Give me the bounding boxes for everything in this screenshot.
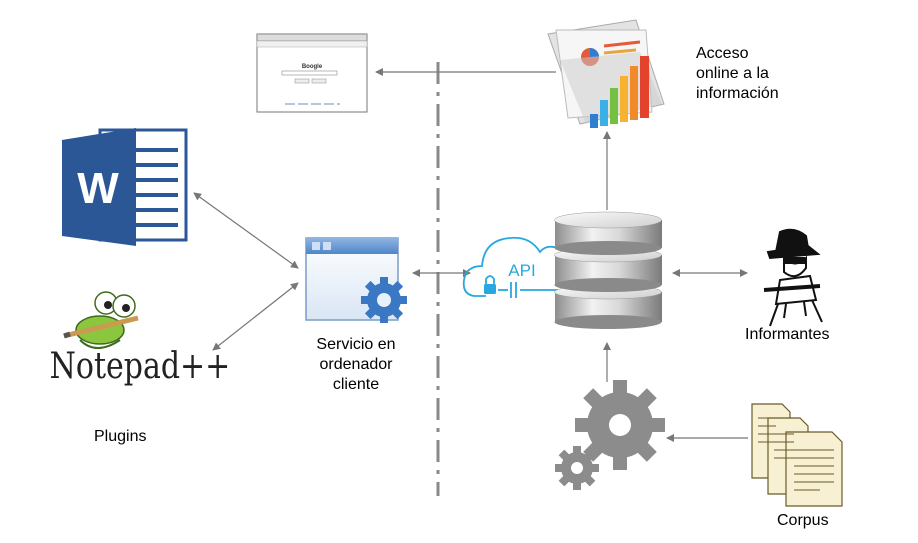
browser-window-icon: Boogle — [256, 33, 368, 113]
database-icon — [554, 211, 662, 329]
connection-arrows — [193, 68, 748, 442]
label-acceso-line-2: online a la — [696, 65, 769, 82]
label-corpus: Corpus — [777, 512, 829, 529]
arrow-word-service — [193, 192, 299, 269]
corpus-documents-icon — [751, 403, 843, 507]
label-servicio-line-2: ordenador — [319, 356, 393, 373]
notepad-logo-text: Notepad++ — [50, 344, 231, 386]
informant-spy-icon — [763, 228, 823, 327]
label-informantes: Informantes — [745, 326, 830, 343]
arrow-notepad-service — [212, 282, 299, 351]
client-service-icon — [305, 237, 407, 323]
label-acceso-line-3: información — [696, 85, 779, 102]
label-plugins: Plugins — [94, 428, 147, 445]
cog-icon — [361, 277, 407, 323]
label-servicio-cliente: Servicio en ordenador cliente — [300, 335, 412, 395]
word-icon: W — [62, 128, 188, 246]
api-label: API — [508, 261, 535, 280]
label-acceso-online: Acceso online a la información — [696, 44, 779, 104]
notepad-plus-plus-icon: Notepad++ — [50, 291, 231, 387]
label-acceso-line-1: Acceso — [696, 45, 749, 62]
gears-icon — [555, 380, 665, 490]
report-charts-icon — [547, 19, 665, 128]
label-servicio-line-3: cliente — [332, 376, 380, 393]
word-letter: W — [77, 164, 119, 213]
label-servicio-line-1: Servicio en — [316, 336, 396, 353]
browser-title: Boogle — [302, 64, 323, 70]
